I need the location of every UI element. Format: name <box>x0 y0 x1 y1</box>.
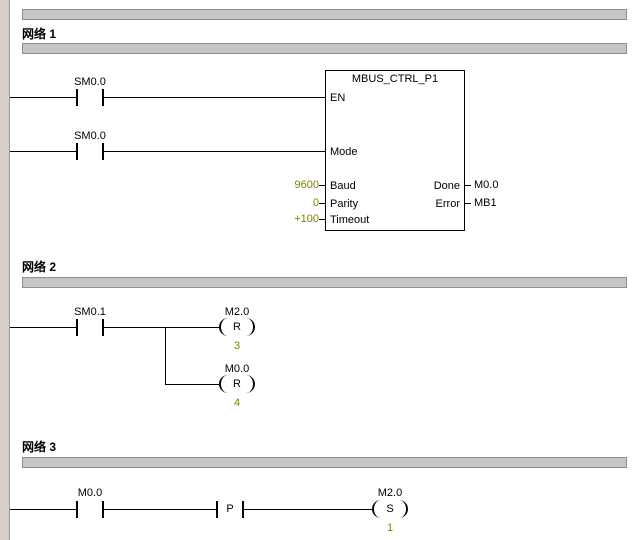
pin-value-timeout[interactable]: +100 <box>294 213 319 225</box>
contact-bar <box>102 89 104 106</box>
network-3-title: 网络 3 <box>22 440 57 454</box>
pin-mode: Mode <box>330 146 358 158</box>
pin-value-done[interactable]: M0.0 <box>474 179 499 191</box>
contact-bar <box>102 319 104 336</box>
coil-paren-left <box>219 375 228 393</box>
network-3-comment-bar <box>22 457 627 468</box>
pin-value-parity[interactable]: 0 <box>312 197 319 209</box>
coil-reset-m2-0[interactable]: R <box>219 318 255 336</box>
contact-bar <box>76 89 78 106</box>
wire <box>104 97 325 98</box>
contact-bar <box>102 143 104 160</box>
contact-operand-label[interactable]: SM0.0 <box>74 76 106 88</box>
pin-tick <box>319 185 325 186</box>
wire <box>10 97 76 98</box>
coil-param[interactable]: 1 <box>386 522 394 534</box>
coil-paren-left <box>219 318 228 336</box>
coil-paren-right <box>399 500 408 518</box>
pin-tick <box>465 203 471 204</box>
coil-operand-label[interactable]: M2.0 <box>224 306 250 318</box>
coil-function-letter: R <box>233 378 241 390</box>
wire <box>165 384 219 385</box>
coil-param[interactable]: 4 <box>233 397 241 409</box>
coil-operand-label[interactable]: M2.0 <box>377 487 403 499</box>
pin-tick <box>319 203 325 204</box>
contact-bar <box>216 501 218 518</box>
contact-bar <box>76 319 78 336</box>
top-separator-bar <box>22 9 627 20</box>
wire <box>10 151 76 152</box>
contact-positive-edge[interactable]: P <box>216 501 244 518</box>
pin-done: Done <box>433 180 460 192</box>
coil-set-m2-0[interactable]: S <box>372 500 408 518</box>
coil-paren-right <box>246 318 255 336</box>
contact-m0-0[interactable] <box>76 501 104 518</box>
wire <box>10 327 76 328</box>
contact-operand-label[interactable]: SM0.1 <box>74 306 106 318</box>
contact-operand-label[interactable]: M0.0 <box>77 487 103 499</box>
contact-sm0-0-en[interactable] <box>76 89 104 106</box>
coil-param[interactable]: 3 <box>233 340 241 352</box>
pin-timeout: Timeout <box>330 214 370 226</box>
contact-bar <box>76 501 78 518</box>
wire <box>10 509 76 510</box>
block-title: MBUS_CTRL_P1 <box>351 73 439 85</box>
wire <box>244 509 372 510</box>
function-block-mbus-ctrl-p1[interactable]: MBUS_CTRL_P1 EN Mode Baud Parity Timeout… <box>325 70 465 231</box>
margin-strip <box>0 0 10 540</box>
contact-sm0-1[interactable] <box>76 319 104 336</box>
pin-error: Error <box>435 198 460 210</box>
network-1-title: 网络 1 <box>22 27 57 41</box>
coil-function-letter: S <box>386 503 394 515</box>
network-2-comment-bar <box>22 277 627 288</box>
pin-en: EN <box>330 92 346 104</box>
coil-paren-left <box>372 500 381 518</box>
wire <box>104 509 216 510</box>
network-1-comment-bar <box>22 43 627 54</box>
coil-function-letter: R <box>233 321 241 333</box>
edge-contact-letter: P <box>226 503 234 515</box>
contact-sm0-0-mode[interactable] <box>76 143 104 160</box>
pin-value-error[interactable]: MB1 <box>474 197 497 209</box>
pin-tick <box>319 219 325 220</box>
coil-reset-m0-0[interactable]: R <box>219 375 255 393</box>
coil-paren-right <box>246 375 255 393</box>
wire <box>104 151 325 152</box>
pin-baud: Baud <box>330 180 356 192</box>
contact-bar <box>242 501 244 518</box>
branch-wire <box>165 327 166 385</box>
coil-operand-label[interactable]: M0.0 <box>224 363 250 375</box>
pin-value-baud[interactable]: 9600 <box>294 179 319 191</box>
wire <box>104 327 219 328</box>
contact-operand-label[interactable]: SM0.0 <box>74 130 106 142</box>
pin-parity: Parity <box>330 198 359 210</box>
contact-bar <box>102 501 104 518</box>
pin-tick <box>465 185 471 186</box>
contact-bar <box>76 143 78 160</box>
network-2-title: 网络 2 <box>22 260 57 274</box>
